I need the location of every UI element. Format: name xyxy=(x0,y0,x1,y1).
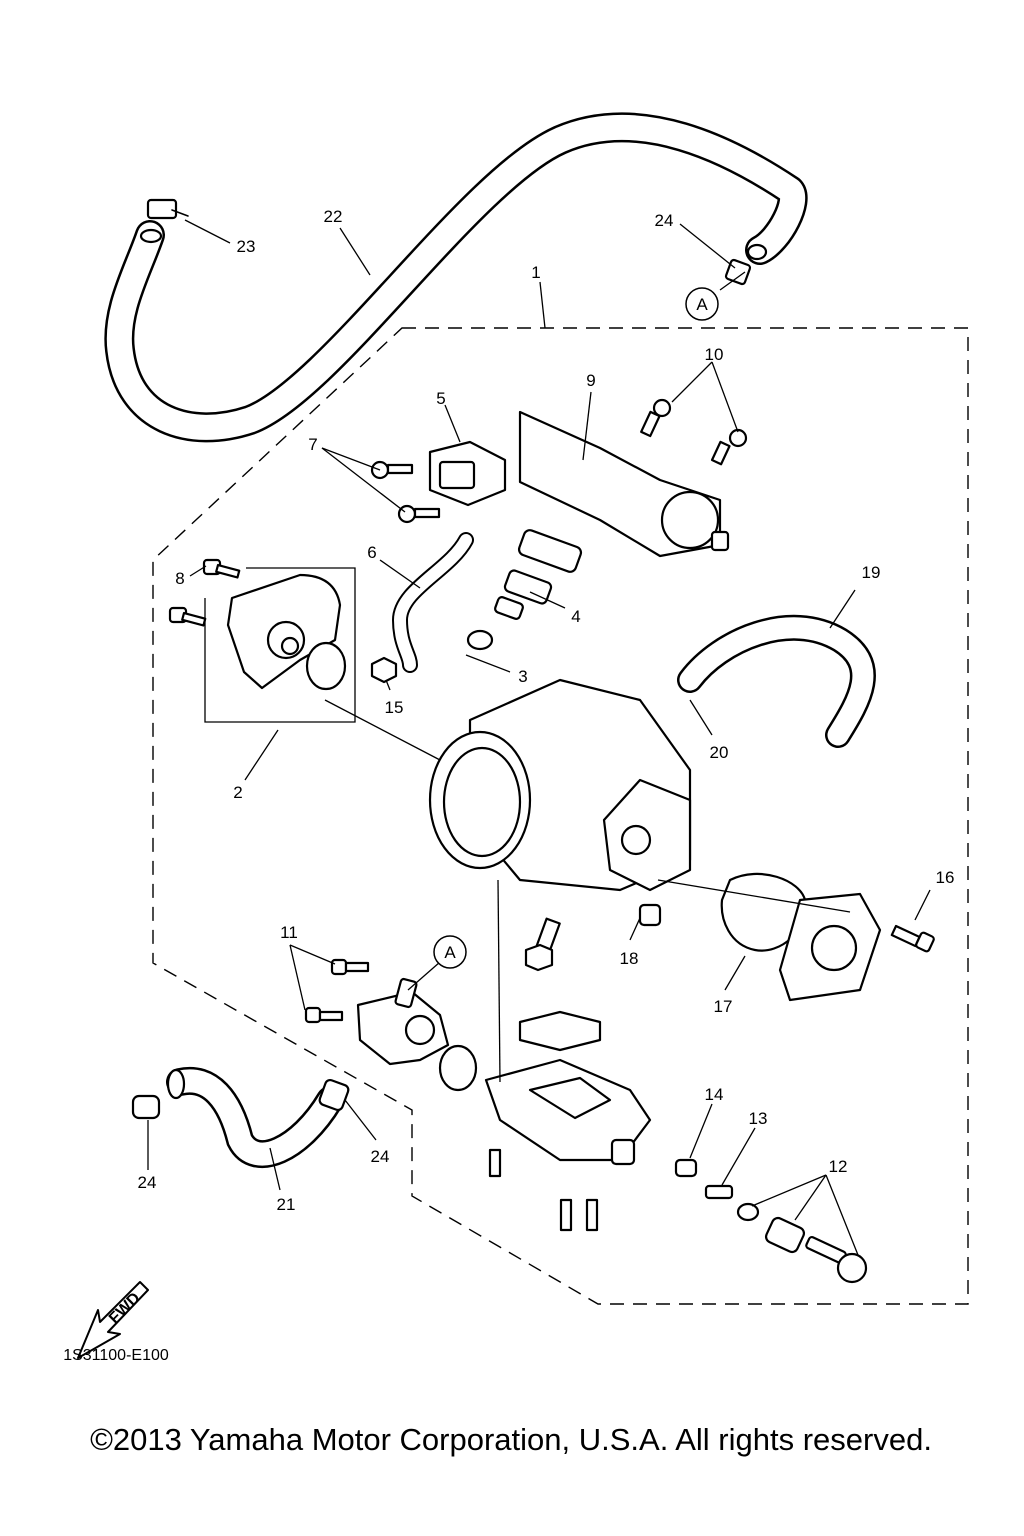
callout-22: 22 xyxy=(324,207,343,226)
callout-13: 13 xyxy=(749,1109,768,1128)
screws-10 xyxy=(640,398,748,466)
callout-12: 12 xyxy=(829,1157,848,1176)
callout-16: 16 xyxy=(936,868,955,887)
hose-22 xyxy=(104,112,808,443)
clip-23 xyxy=(146,198,189,220)
bolt-assembly xyxy=(524,917,561,972)
copyright-text: ©2013 Yamaha Motor Corporation, U.S.A. A… xyxy=(90,1422,932,1457)
screw-16 xyxy=(890,924,935,953)
assembly-boundary xyxy=(152,327,969,1305)
leader-lines xyxy=(147,219,931,1256)
callout-18: 18 xyxy=(620,949,639,968)
diagram-code: 1S31100-E100 xyxy=(63,1347,169,1364)
callout-4: 4 xyxy=(571,607,580,626)
callout-1: 1 xyxy=(531,263,540,282)
spring-14 xyxy=(674,1158,698,1178)
throttle-position-sensor xyxy=(226,573,347,691)
parts-12 xyxy=(736,1202,868,1284)
callout-6: 6 xyxy=(367,543,376,562)
marker-a-top: A xyxy=(685,287,719,321)
callout-11: 11 xyxy=(280,923,298,942)
throttle-body xyxy=(428,678,692,892)
o-ring xyxy=(438,1044,478,1092)
callout-24-right: 24 xyxy=(371,1147,390,1166)
callout-19: 19 xyxy=(862,563,881,582)
callout-24-left: 24 xyxy=(138,1173,157,1192)
tps-kit-bracket xyxy=(204,567,356,723)
cover-16 xyxy=(778,892,882,1002)
callout-17: 17 xyxy=(714,997,733,1016)
clip-24-left xyxy=(131,1094,161,1120)
washer-3 xyxy=(466,629,494,651)
cap-18 xyxy=(638,903,662,927)
callout-24-top: 24 xyxy=(655,211,674,230)
callout-labels: 1 2 3 4 5 6 7 8 9 10 11 12 13 14 15 16 1… xyxy=(138,207,955,1214)
fuel-injector-4 xyxy=(494,529,583,620)
callout-14: 14 xyxy=(705,1085,724,1104)
callout-7: 7 xyxy=(308,435,317,454)
clip-24-right xyxy=(318,1078,350,1112)
hose-21-end xyxy=(166,1068,186,1100)
gasket xyxy=(518,1010,602,1052)
pin-13 xyxy=(704,1184,734,1200)
screws-8 xyxy=(168,558,241,627)
callout-15: 15 xyxy=(385,698,404,717)
callout-21: 21 xyxy=(277,1195,296,1214)
nut-15 xyxy=(370,656,398,684)
housing-11 xyxy=(304,958,450,1066)
callout-2: 2 xyxy=(233,783,242,802)
screws-block xyxy=(488,1148,599,1232)
callout-5: 5 xyxy=(436,389,445,408)
svg-text:A: A xyxy=(696,295,708,314)
callout-23: 23 xyxy=(237,237,256,256)
marker-a-bottom: A xyxy=(433,935,467,969)
callout-10: 10 xyxy=(705,345,724,364)
callout-8: 8 xyxy=(175,569,184,588)
callout-3: 3 xyxy=(518,667,527,686)
lower-block xyxy=(484,1058,652,1166)
svg-text:A: A xyxy=(444,943,456,962)
callout-9: 9 xyxy=(586,371,595,390)
fuel-rail-assembly xyxy=(428,410,730,558)
callout-20: 20 xyxy=(710,743,729,762)
